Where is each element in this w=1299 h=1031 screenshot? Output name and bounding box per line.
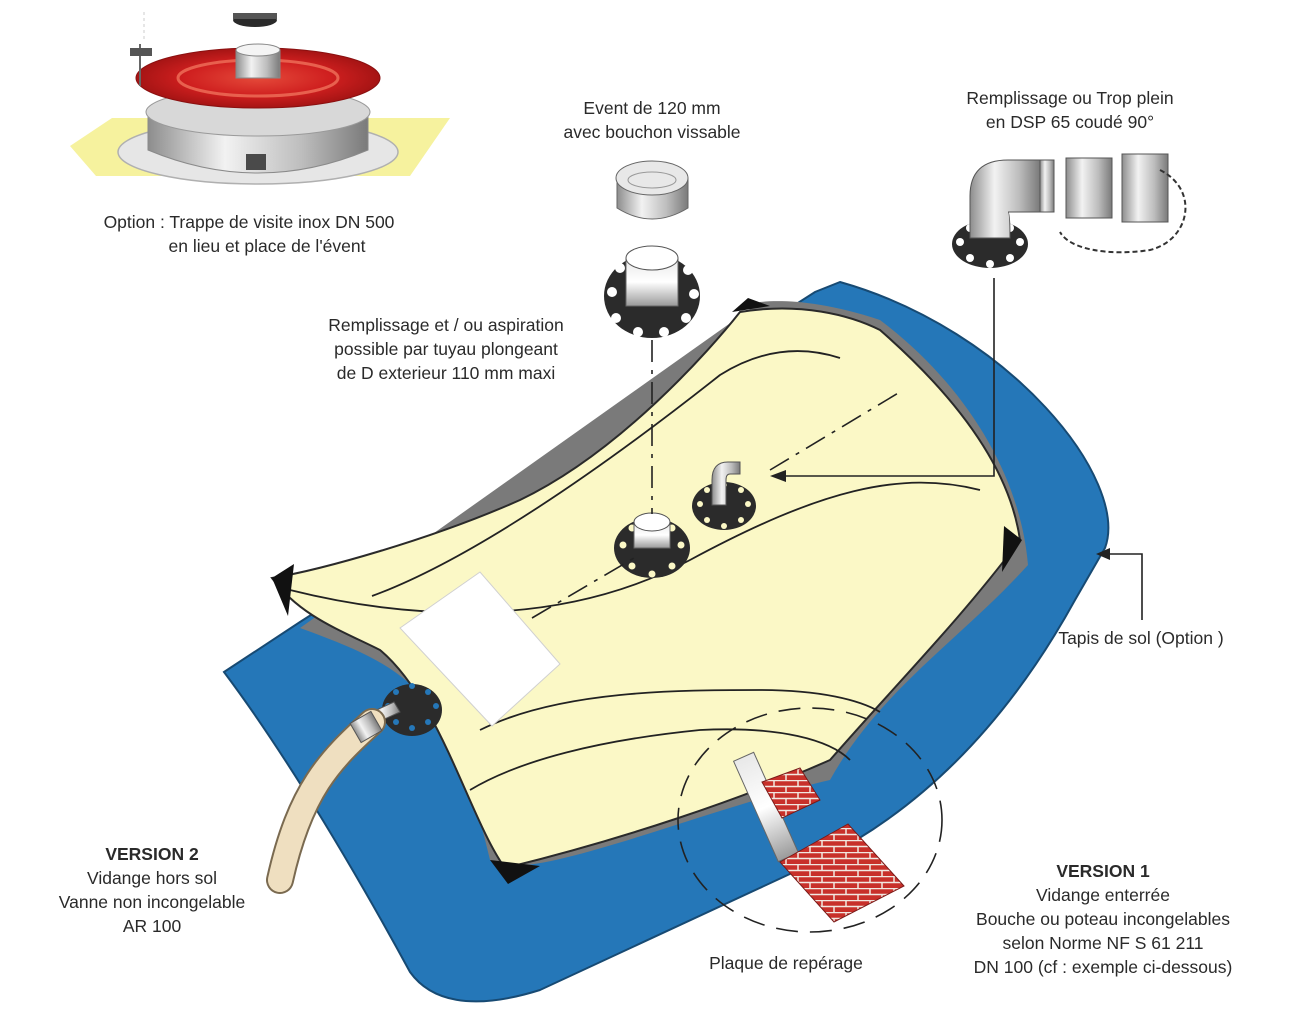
tank-corner-top	[732, 298, 770, 312]
hose-coupling	[349, 710, 383, 744]
event-line2: avec bouchon vissable	[563, 122, 741, 142]
label-remplissage-aspiration: Remplissage et / ou aspiration possible …	[300, 313, 592, 385]
label-event: Event de 120 mm avec bouchon vissable	[532, 96, 772, 144]
tank-fold-4	[469, 728, 851, 791]
event-bouchon	[615, 160, 689, 220]
axis-tank	[531, 557, 635, 619]
vidange-flange-version2	[371, 683, 442, 736]
drain-zone-circle	[677, 707, 943, 933]
version2-line3: AR 100	[122, 916, 182, 936]
version1-title: VERSION 1	[1056, 861, 1150, 881]
plaque-reperage-text: Plaque de repérage	[709, 953, 863, 973]
label-remplissage-trop-plein: Remplissage ou Trop plein en DSP 65 coud…	[936, 86, 1204, 134]
leader-remplissage	[780, 278, 995, 477]
brick-small	[761, 767, 821, 819]
plaque-reperage-plate	[399, 571, 561, 727]
version1-line1: Vidange enterrée	[1036, 885, 1170, 905]
remplissage-aspiration-line1: Remplissage et / ou aspiration	[328, 315, 564, 335]
lid-cap-top	[235, 43, 281, 57]
event-flange-exploded	[604, 245, 700, 338]
tank-fold-1	[371, 350, 841, 597]
event-flange-on-tank	[614, 512, 690, 578]
remplissage-aspiration-line2: possible par tuyau plongeant	[334, 339, 558, 359]
label-version2: VERSION 2 Vidange hors sol Vanne non inc…	[32, 842, 272, 938]
tank-corner-bottom	[490, 860, 540, 884]
event-line1: Event de 120 mm	[583, 98, 721, 118]
remplissage-aspiration-line3: de D exterieur 110 mm maxi	[336, 363, 556, 383]
tapis-de-sol-text: Tapis de sol (Option )	[1058, 628, 1224, 648]
bolt-left	[130, 44, 152, 86]
remplissage-trop-plein-line2: en DSP 65 coudé 90°	[985, 112, 1155, 132]
tank-corner-right	[1002, 526, 1022, 572]
tank-corner-left	[272, 564, 294, 616]
version1-line2: Bouche ou poteau incongelables	[976, 909, 1230, 929]
option-trappe-line2: en lieu et place de l'évent	[168, 236, 366, 256]
version2-line1: Vidange hors sol	[86, 868, 218, 888]
trappe-visite-inset	[70, 12, 450, 185]
underground-drain	[677, 707, 943, 933]
remplissage-trop-plein-line1: Remplissage ou Trop plein	[966, 88, 1174, 108]
label-option-trappe: Option : Trappe de visite inox DN 500 en…	[68, 210, 430, 258]
lock-tab	[246, 154, 266, 170]
version1-line3: selon Norme NF S 61 211	[1002, 933, 1204, 953]
leader-lines	[531, 278, 1143, 620]
brick-large	[779, 823, 905, 923]
dsp65-elbow	[952, 159, 1055, 268]
version2-title: VERSION 2	[105, 844, 199, 864]
label-tapis-de-sol: Tapis de sol (Option )	[1030, 626, 1252, 650]
version2-line2: Vanne non incongelable	[58, 892, 246, 912]
version1-line4: DN 100 (cf : exemple ci-dessous)	[973, 957, 1233, 977]
label-plaque-reperage: Plaque de repérage	[684, 951, 888, 975]
lid-cap-floating-side	[233, 13, 277, 19]
label-version1: VERSION 1 Vidange enterrée Bouche ou pot…	[942, 859, 1264, 979]
tank-fold-3	[479, 689, 881, 731]
option-trappe-line1: Option : Trappe de visite inox DN 500	[103, 212, 395, 232]
remplissage-flange-on-tank	[692, 461, 756, 530]
dsp65-coupling	[1059, 153, 1187, 254]
axis-remplissage	[769, 391, 901, 471]
leader-tapis	[1104, 553, 1143, 620]
